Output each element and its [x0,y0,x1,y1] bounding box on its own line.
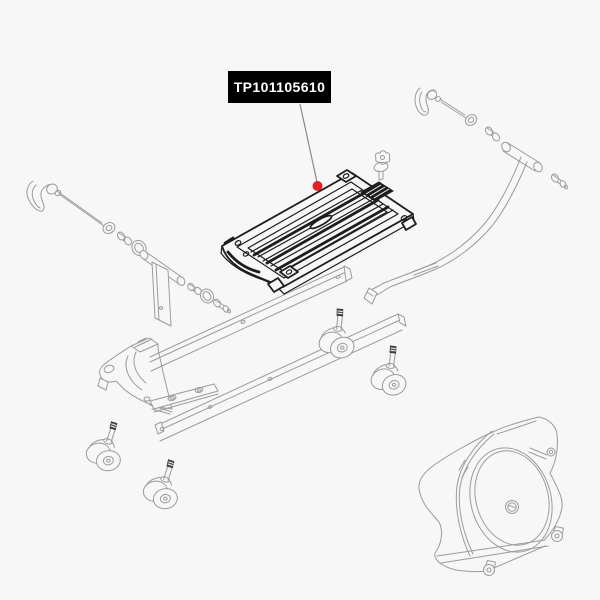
caster-wheel-2-part [366,344,410,400]
mounting-screw-part [373,150,391,181]
caster-wheel-4-part [137,455,186,515]
leader-line [299,103,318,183]
part-marker-dot[interactable] [312,181,323,191]
part-number-label[interactable]: TP101105610 [228,71,331,103]
foot-stand-part [97,337,219,415]
part-number-text: TP101105610 [233,79,326,95]
support-leg-tube-part [363,141,543,305]
quick-release-skewer-right-part [414,87,478,126]
axle-adapters-right-part [484,126,569,190]
wheel-tray-plate-part [220,169,417,295]
fork-mount-bracket-part [139,250,186,327]
frame-rail-upper-part [149,265,353,372]
frame-rail-lower-part [154,313,407,442]
caster-wheel-3-part [80,417,129,477]
bike-travel-case-part [418,416,565,578]
axle-adapters-left-part [116,231,232,314]
quick-release-skewer-left-part [26,180,116,234]
